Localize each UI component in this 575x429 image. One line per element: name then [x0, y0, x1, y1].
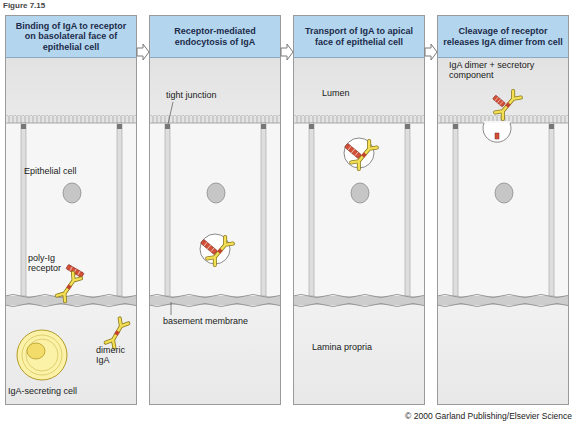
fused-vesicle [483, 123, 511, 142]
plasma-cell-nucleus [27, 343, 45, 359]
epithelium-layer [149, 57, 281, 405]
step-arrow [281, 44, 293, 60]
panel-header: Binding of IgA to receptor on basolatera… [6, 16, 136, 58]
bound-iga-dimer [207, 237, 233, 265]
region-label: Lamina propria [312, 342, 407, 352]
step-arrow [425, 44, 437, 60]
epithelium-layer [5, 57, 137, 405]
process-panel: Receptor-mediated endocytosis of IgA [149, 15, 281, 405]
endoplasmic-reticulum [26, 339, 58, 371]
cell-label: IgA-secreting cell [8, 386, 103, 396]
copyright-note: © 2000 Garland Publishing/Elsevier Scien… [290, 412, 572, 422]
panel-header: Receptor-mediated endocytosis of IgA [150, 16, 280, 58]
panel-illustration [437, 57, 569, 405]
structure-label: basement membrane [163, 316, 263, 326]
epithelium-layer [293, 57, 425, 405]
free-iga-dimer [106, 318, 129, 347]
cell-label: Epithelial cell [24, 166, 96, 176]
header-text: Binding of IgA to receptor on basolatera… [9, 21, 133, 53]
region-label: Lumen [322, 88, 382, 98]
step-arrow [137, 44, 149, 60]
panel-header: Cleavage of receptor releases IgA dimer … [438, 16, 568, 58]
bound-iga-dimer [57, 273, 81, 302]
epithelium-layer [437, 57, 569, 405]
header-text: Receptor-mediated endocytosis of IgA [153, 26, 277, 47]
header-text: Transport of IgA to apical face of epith… [297, 26, 421, 47]
figure-number: Figure 7.15 [3, 1, 45, 10]
released-iga-dimer [495, 91, 521, 119]
panel-header: Transport of IgA to apical face of epith… [294, 16, 424, 58]
receptor-label: poly-Ig receptor [28, 253, 66, 274]
leader-line [168, 102, 173, 124]
secretory-component [493, 95, 506, 107]
poly-ig-receptor [344, 143, 361, 158]
panel-illustration [293, 57, 425, 405]
poly-ig-receptor [200, 239, 217, 254]
panel-illustration [149, 57, 281, 405]
panel-illustration [5, 57, 137, 405]
leader-line [171, 302, 172, 315]
molecule-label: dimeric IgA [96, 345, 136, 366]
receptor-stub [495, 133, 499, 139]
molecule-label: IgA dimer + secretory component [449, 60, 559, 81]
header-text: Cleavage of receptor releases IgA dimer … [441, 26, 565, 47]
plasma-cell [17, 330, 67, 380]
bound-iga-dimer [351, 141, 377, 169]
structure-label: tight junction [166, 90, 236, 100]
endoplasmic-reticulum [22, 335, 62, 375]
